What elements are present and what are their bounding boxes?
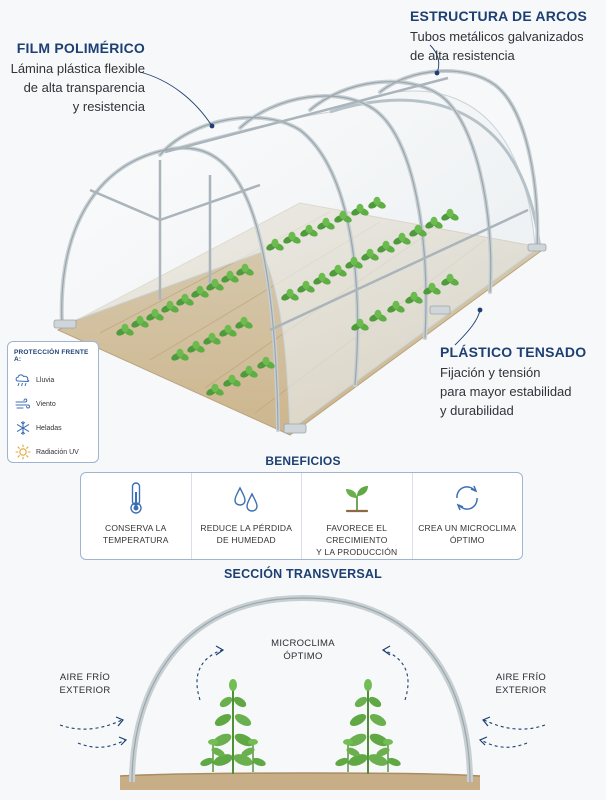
protection-label-viento: Viento [36, 400, 56, 408]
cycle-arrows-icon [456, 485, 479, 511]
benefit-crecimiento: FAVORECE EL CRECIMIENTO Y LA PRODUCCIÓN [302, 473, 413, 559]
protection-label-radiacion: Radiación UV [36, 448, 79, 456]
protection-item-heladas: Heladas [14, 416, 92, 440]
protection-item-radiacion: Radiación UV [14, 440, 92, 464]
plastico-line-2: para mayor estabilidad [440, 384, 572, 399]
benefits-panel: CONSERVA LA TEMPERATURA REDUCE LA PÉRDID… [80, 472, 523, 560]
plastico-line-3: y durabilidad [440, 403, 514, 418]
arrow-outer-left-1 [59, 719, 123, 730]
leader-plastico [454, 309, 481, 346]
plastico-title: PLÁSTICO TENSADO [440, 344, 587, 360]
aire-frio-left-label: AIRE FRÍO EXTERIOR [40, 671, 130, 697]
protection-item-viento: Viento [14, 392, 92, 416]
benefit-microclima-line-1: CREA UN MICROCLIMA [418, 523, 517, 533]
snowflake-icon [16, 420, 30, 436]
cross-section-diagram [59, 594, 546, 790]
benefit-temperatura-line-1: CONSERVA LA [105, 523, 167, 533]
arrow-inner-left [196, 649, 223, 701]
benefit-humedad: REDUCE LA PÉRDIDA DE HUMEDAD [192, 473, 302, 559]
protection-box: PROTECCIÓN FRENTE A: Lluvia Viento Hel [7, 341, 99, 463]
benefit-temperatura: CONSERVA LA TEMPERATURA [81, 473, 192, 559]
arrow-outer-right-2 [480, 739, 528, 748]
film-line-2: de alta transparencia [23, 80, 145, 95]
benefit-humedad-line-1: REDUCE LA PÉRDIDA [200, 523, 293, 533]
section-title: SECCIÓN TRANSVERSAL [224, 567, 382, 581]
plastico-line-1: Fijación y tensión [440, 365, 541, 380]
plastico-tensado-callout: PLÁSTICO TENSADO Fijación y tensión para… [440, 344, 600, 420]
benefit-humedad-line-2: DE HUMEDAD [216, 535, 276, 545]
benefit-microclima: CREA UN MICROCLIMA ÓPTIMO [413, 473, 523, 559]
leader-film [139, 71, 213, 127]
microclima-label: MICROCLIMA ÓPTIMO [253, 637, 353, 663]
section-arch [129, 594, 473, 783]
film-polimerico-callout: FILM POLIMÉRICO Lámina plástica flexible… [10, 40, 145, 116]
benefits-title: BENEFICIOS [265, 454, 341, 468]
benefit-crecimiento-line-1: FAVORECE EL CRECIMIENTO [325, 523, 388, 545]
estructura-arcos-callout: ESTRUCTURA DE ARCOS Tubos metálicos galv… [410, 8, 600, 65]
protection-item-lluvia: Lluvia [14, 368, 92, 392]
aire-left-line-1: AIRE FRÍO [59, 672, 111, 683]
plant-left [198, 678, 268, 775]
sprout-icon [345, 486, 368, 513]
benefit-microclima-line-2: ÓPTIMO [449, 535, 485, 545]
wind-icon [15, 398, 30, 409]
protection-label-lluvia: Lluvia [36, 376, 55, 384]
thermometer-icon [130, 482, 142, 514]
soil-ground [120, 773, 480, 790]
microclima-line-2: ÓPTIMO [283, 651, 323, 662]
sun-icon [15, 444, 31, 460]
arcos-title: ESTRUCTURA DE ARCOS [410, 8, 587, 24]
greenhouse-illustration [53, 44, 547, 436]
benefit-crecimiento-line-2: Y LA PRODUCCIÓN [316, 547, 398, 557]
water-drops-icon [234, 486, 258, 512]
benefit-temperatura-line-2: TEMPERATURA [102, 535, 169, 545]
film-line-3: y resistencia [72, 99, 145, 114]
aire-right-line-2: EXTERIOR [495, 685, 547, 696]
aire-left-line-2: EXTERIOR [59, 685, 111, 696]
film-title: FILM POLIMÉRICO [16, 40, 145, 56]
arrow-outer-right-1 [483, 719, 546, 730]
plant-right [333, 678, 403, 775]
arcos-line-1: Tubos metálicos galvanizados [410, 29, 584, 44]
arcos-line-2: de alta resistencia [410, 48, 515, 63]
rain-cloud-icon [15, 374, 30, 387]
film-line-1: Lámina plástica flexible [10, 61, 145, 76]
protection-label-heladas: Heladas [36, 424, 62, 432]
arrow-inner-right [382, 649, 409, 701]
aire-right-line-1: AIRE FRÍO [495, 672, 547, 683]
protection-title: PROTECCIÓN FRENTE A: [14, 349, 89, 363]
microclima-line-1: MICROCLIMA [271, 638, 335, 649]
aire-frio-right-label: AIRE FRÍO EXTERIOR [476, 671, 566, 697]
arrow-outer-left-2 [77, 739, 126, 748]
